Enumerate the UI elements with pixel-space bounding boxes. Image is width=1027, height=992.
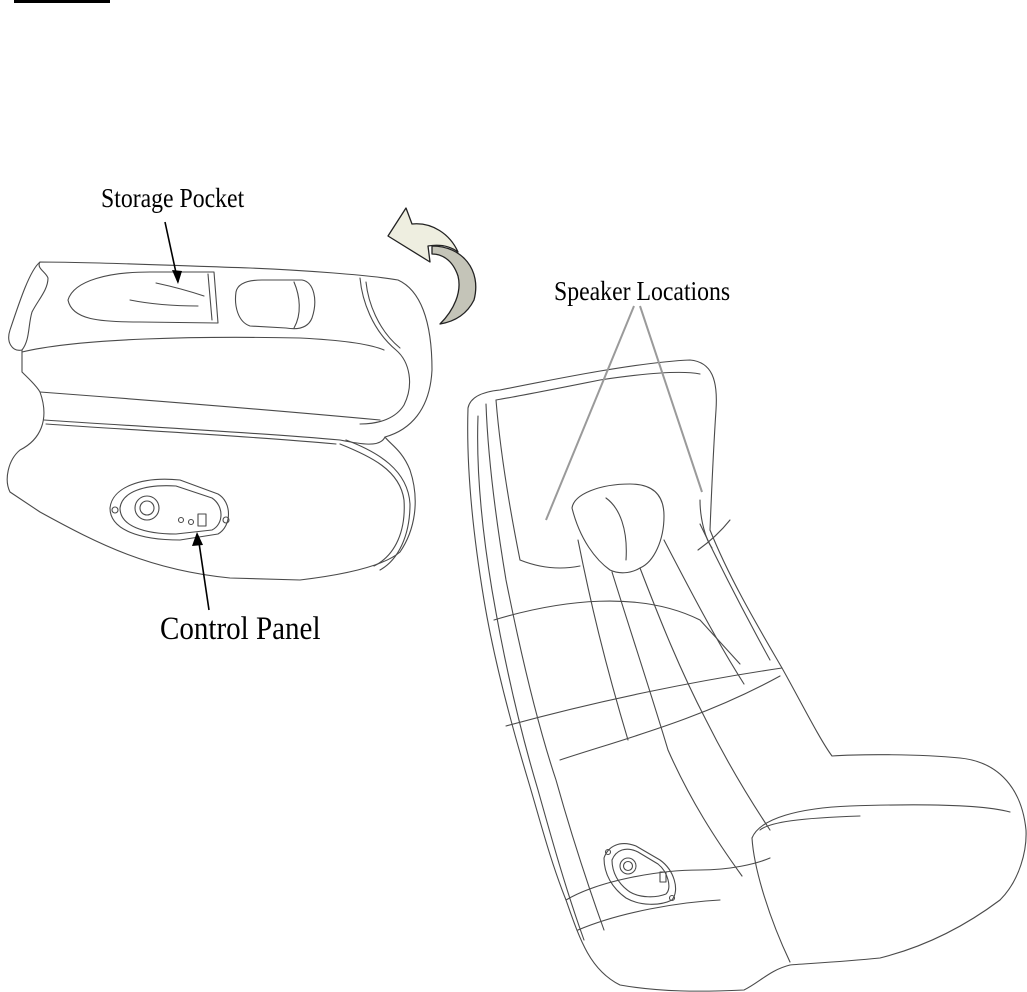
folded-chair — [7, 262, 432, 580]
upright-chair — [468, 360, 1026, 991]
speaker-locations-label: Speaker Locations — [554, 278, 730, 305]
control-panel-label: Control Panel — [160, 613, 321, 646]
curved-rotate-arrow-icon — [388, 208, 476, 324]
storage-pocket-label: Storage Pocket — [101, 185, 244, 212]
control-knob-icon — [135, 496, 159, 520]
